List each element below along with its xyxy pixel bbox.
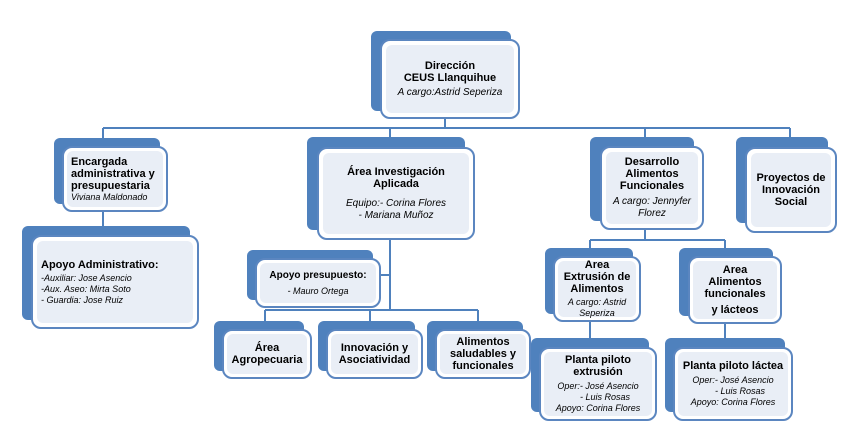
lacteos-title-2: y lácteos	[711, 304, 759, 316]
planta-ext-apoyo: Apoyo: Corina Flores	[555, 403, 641, 413]
agro-title: Área Agropecuaria	[231, 342, 303, 366]
node-encargada: Encargada administrativa y presupuestari…	[54, 138, 168, 212]
node-alimentos-saludables: Alimentos saludables y funcionales	[427, 321, 531, 379]
encargada-sub: Viviana Maldonado	[71, 191, 148, 202]
apoyo-admin-line: -Aux. Aseo: Mirta Soto	[41, 283, 131, 294]
desarrollo-title: Desarrollo Alimentos Funcionales	[619, 156, 685, 192]
extrusion-sub: A cargo: Astrid Seperiza	[567, 297, 627, 318]
apoyo-pres-sub: - Mauro Ortega	[287, 285, 349, 296]
planta-ext-oper2: - Luis Rosas	[579, 392, 631, 402]
node-area-agropecuaria: Área Agropecuaria	[214, 321, 312, 379]
node-innovacion-asociatividad: Innovación y Asociatividad	[318, 321, 423, 379]
direccion-sub: A cargo:Astrid Seperiza	[397, 86, 503, 98]
node-area-lacteos: Area Alimentos funcionales y lácteos	[679, 248, 782, 324]
node-apoyo-presupuesto: Apoyo presupuesto: - Mauro Ortega	[247, 250, 381, 308]
apoyo-admin-line: - Guardia: Jose Ruiz	[41, 294, 124, 305]
lacteos-title: Area Alimentos funcionales	[704, 264, 766, 300]
encargada-title: Encargada administrativa y presupuestari…	[71, 155, 155, 192]
node-apoyo-administrativo: Apoyo Administrativo: -Auxiliar: Jose As…	[22, 226, 199, 329]
extrusion-title: Area Extrusión de Alimentos	[563, 259, 631, 295]
apoyo-admin-line: -Auxiliar: Jose Asencio	[41, 272, 132, 283]
node-direccion: Dirección CEUS Llanquihue A cargo:Astrid…	[371, 31, 520, 119]
planta-lac-oper2: - Luis Rosas	[714, 386, 766, 396]
planta-ext-oper: Oper:- José Asencio	[557, 381, 639, 391]
planta-lac-title: Planta piloto láctea	[682, 360, 784, 372]
planta-lac-apoyo: Apoyo: Corina Flores	[690, 397, 776, 407]
node-proyectos-innovacion: Proyectos de Innovación Social	[736, 137, 837, 233]
node-area-investigacion: Área Investigación Aplicada Equipo:- Cor…	[307, 137, 475, 240]
area-inv-title: Área Investigación Aplicada	[347, 165, 445, 190]
node-planta-lactea: Planta piloto láctea Oper:- José Asencio…	[665, 338, 793, 421]
node-planta-extrusion: Planta piloto extrusión Oper:- José Asen…	[531, 338, 657, 421]
apoyo-pres-title: Apoyo presupuesto:	[269, 269, 367, 281]
planta-lac-oper: Oper:- José Asencio	[692, 375, 774, 385]
apoyo-admin-title: Apoyo Administrativo:	[41, 258, 159, 271]
direccion-title-1: Dirección	[424, 59, 476, 72]
proyectos-title: Proyectos de Innovación Social	[756, 172, 826, 208]
desarrollo-sub: A cargo: Jennyfer Florez	[612, 196, 691, 219]
area-inv-line1: Equipo:- Corina Flores	[345, 197, 447, 209]
direccion-title-2: CEUS Llanquihue	[403, 71, 497, 84]
node-desarrollo-alimentos: Desarrollo Alimentos Funcionales A cargo…	[590, 137, 704, 230]
planta-ext-title: Planta piloto extrusión	[565, 354, 631, 378]
node-area-extrusion: Area Extrusión de Alimentos A cargo: Ast…	[545, 248, 641, 322]
area-inv-line2: - Mariana Muñoz	[358, 209, 434, 221]
salud-title: Alimentos saludables y funcionales	[449, 336, 517, 372]
innov-title: Innovación y Asociatividad	[338, 342, 411, 366]
